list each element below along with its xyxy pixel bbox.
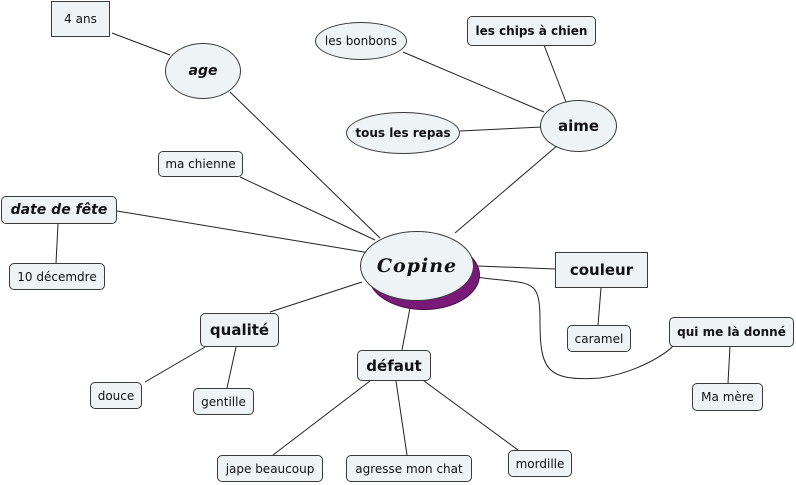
node-mordille-label: mordille [515,456,565,471]
node-agresse-mon-chat-label: agresse mon chat [355,461,463,476]
node-ma-mere[interactable]: Ma mère [692,383,763,411]
node-ma-mere-label: Ma mère [701,390,754,404]
line-center-datefete [116,210,371,254]
line-center-couleur [477,265,556,270]
node-age[interactable]: age [165,43,241,99]
node-caramel[interactable]: caramel [567,325,631,352]
node-aime[interactable]: aime [540,100,617,152]
line-center-age [229,91,381,239]
node-age-label: age [188,63,218,79]
node-couleur[interactable]: couleur [555,252,648,288]
line-couleur-caramel [597,287,602,326]
node-caramel-label: caramel [574,331,624,346]
line-qualite-gentille [226,346,237,389]
line-center-donne [475,276,674,380]
line-aime-chips [543,44,567,103]
node-couleur-label: couleur [569,261,634,279]
node-tous-les-repas-label: tous les repas [355,126,451,140]
node-qui-me-la-donne-label: qui me là donné [677,325,786,339]
node-douce[interactable]: douce [90,382,142,409]
line-donne-mere [727,345,731,384]
node-aime-label: aime [557,117,600,135]
line-defaut-jape [272,380,371,456]
line-qualite-douce [144,346,206,383]
line-center-chienne [239,176,376,241]
node-jape-beaucoup-label: jape beaucoup [225,461,315,476]
node-douce-label: douce [97,388,135,403]
line-age-4ans [111,32,171,56]
node-tous-les-repas[interactable]: tous les repas [346,112,460,154]
node-defaut[interactable]: défaut [357,350,431,381]
node-date-de-fete-label: date de fête [10,202,108,218]
line-defaut-agresse [395,380,408,456]
node-age-value-label: 4 ans [64,12,97,26]
node-les-bonbons[interactable]: les bonbons [315,22,407,60]
central-topic-label: Copine [376,255,458,277]
line-aime-repas [459,126,543,132]
node-date-de-fete[interactable]: date de fête [1,196,117,224]
node-ma-chienne[interactable]: ma chienne [158,151,243,177]
node-mordille[interactable]: mordille [508,450,572,477]
node-les-bonbons-label: les bonbons [324,34,398,48]
node-agresse-mon-chat[interactable]: agresse mon chat [346,455,472,482]
line-datefete-date [55,223,59,264]
node-qualite-label: qualité [209,321,270,339]
node-date-value[interactable]: 10 décemdre [9,263,105,290]
node-gentille[interactable]: gentille [193,388,254,415]
node-les-chips[interactable]: les chips à chien [467,16,596,46]
node-les-chips-label: les chips à chien [475,24,588,38]
node-qui-me-la-donne[interactable]: qui me là donné [669,317,794,347]
node-jape-beaucoup[interactable]: jape beaucoup [217,455,323,482]
node-gentille-label: gentille [201,394,246,409]
line-center-qualite [269,281,363,313]
line-center-aime [454,144,559,234]
line-aime-bonbons [402,51,545,113]
node-qualite[interactable]: qualité [200,313,279,347]
node-date-value-label: 10 décemdre [17,269,97,284]
node-defaut-label: défaut [366,356,422,375]
line-defaut-mordille [423,380,519,451]
node-age-value[interactable]: 4 ans [51,1,110,37]
line-center-defaut [401,307,411,351]
central-topic[interactable]: Copine [360,231,474,301]
node-ma-chienne-label: ma chienne [165,157,236,171]
